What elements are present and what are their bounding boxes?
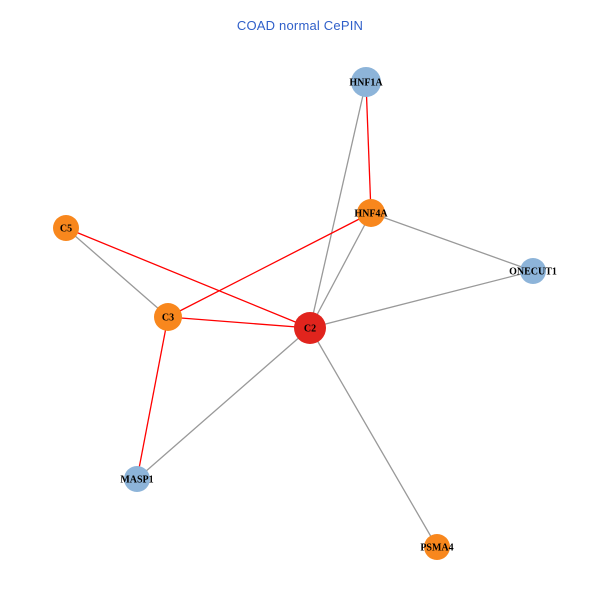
edge-C2-PSMA4 xyxy=(309,327,438,548)
node-HNF1A xyxy=(351,67,381,97)
node-C2 xyxy=(294,312,326,344)
node-HNF4A xyxy=(357,199,385,227)
edge-HNF4A-ONECUT1 xyxy=(370,212,534,272)
edge-ONECUT1-C2 xyxy=(309,270,534,329)
node-MASP1 xyxy=(124,466,150,492)
edge-HNF4A-C3 xyxy=(167,212,372,318)
node-C5 xyxy=(53,215,79,241)
edge-HNF4A-C2 xyxy=(309,212,372,329)
node-ONECUT1 xyxy=(520,258,546,284)
edge-C5-C2 xyxy=(65,227,311,329)
chart-title: COAD normal CePIN xyxy=(236,18,364,33)
node-C3 xyxy=(154,303,182,331)
edge-HNF1A-C2 xyxy=(309,81,367,329)
edge-C5-C3 xyxy=(65,227,169,318)
node-PSMA4 xyxy=(424,534,450,560)
edge-HNF1A-HNF4A xyxy=(365,81,372,214)
edge-C3-MASP1 xyxy=(136,316,169,480)
edge-C2-MASP1 xyxy=(136,327,311,480)
edge-C3-C2 xyxy=(167,316,311,329)
